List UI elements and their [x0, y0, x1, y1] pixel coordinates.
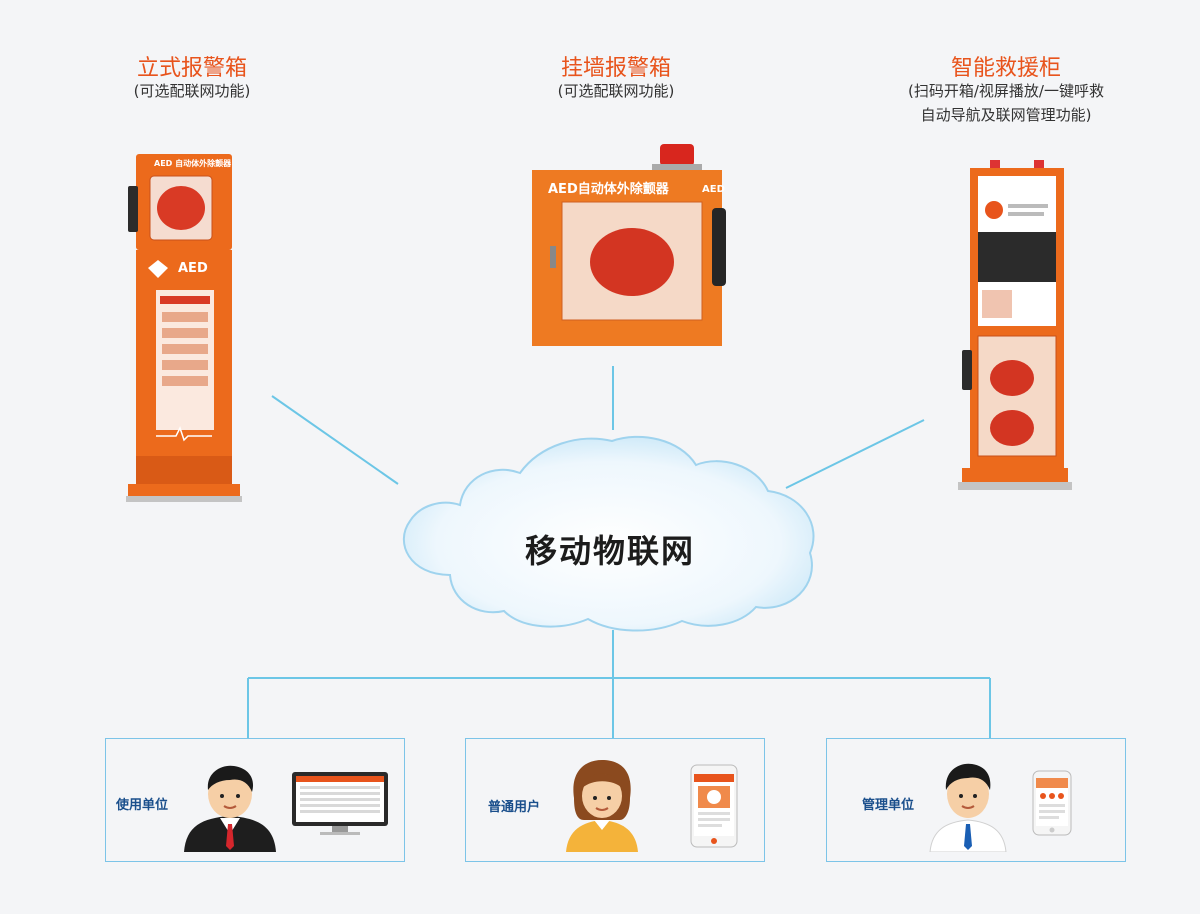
device-subtitle-cabinet-2: 自动导航及联网管理功能) [920, 106, 1092, 124]
wall-aed-label: AED自动体外除颤器 [548, 182, 669, 197]
line-to-stand-box [271, 395, 399, 485]
stand-aed-box-image: AED [126, 154, 242, 502]
device-subtitle-stand: (可选配联网功能) [133, 82, 251, 100]
stand-aed-label: AED 自动体外除颤器 [154, 159, 232, 168]
device-title-stand: 立式报警箱 [136, 56, 247, 81]
user-label-public: 普通用户 [488, 800, 541, 815]
line-to-rescue-cabinet [785, 419, 925, 489]
manager-avatar-icon [929, 763, 1007, 852]
wall-aed-box-image [532, 144, 726, 346]
smartphone-app-icon [690, 764, 738, 848]
svg-text:AED: AED [178, 261, 208, 276]
woman-avatar-icon [566, 760, 638, 852]
user-label-admin: 管理单位 [862, 798, 915, 813]
desktop-monitor-icon [292, 772, 388, 835]
device-title-cabinet: 智能救援柜 [950, 56, 1061, 81]
device-title-wall: 挂墙报警箱 [560, 56, 671, 81]
wall-aed-side-label: AED [702, 184, 725, 195]
smartphone-admin-icon [1032, 770, 1072, 836]
cloud-shape [402, 435, 815, 632]
device-subtitle-wall: (可选配联网功能) [557, 82, 675, 100]
businessman-avatar-icon [184, 765, 276, 852]
user-label-operator: 使用单位 [116, 798, 169, 813]
cloud-label: 移动物联网 [524, 532, 695, 570]
rescue-cabinet-image [958, 160, 1072, 490]
device-subtitle-cabinet-1: (扫码开箱/视屏播放/一键呼救 [908, 82, 1104, 100]
